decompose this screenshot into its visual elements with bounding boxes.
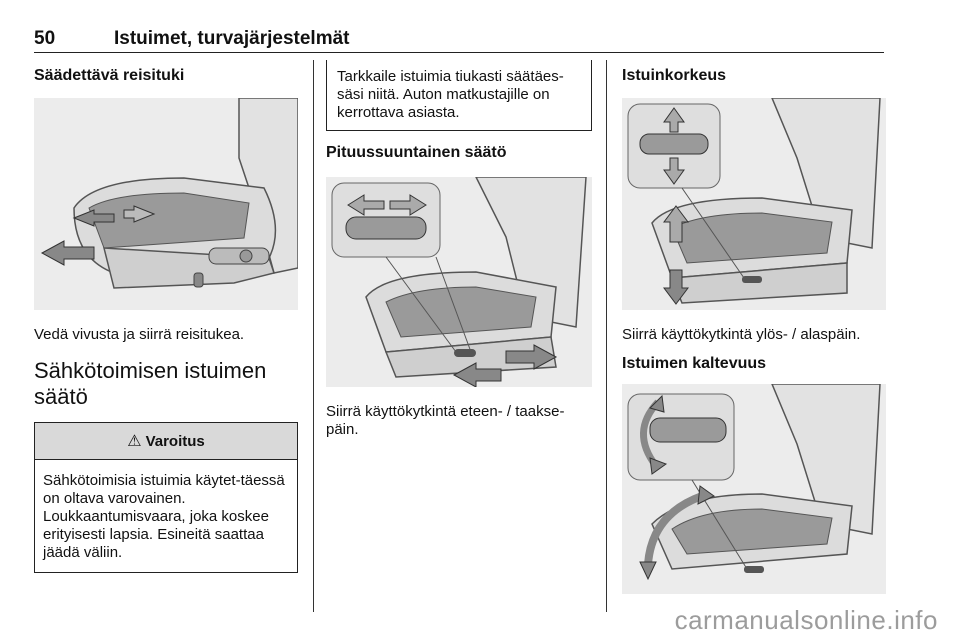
page-header: 50 Istuimet, turvajärjestelmät [34,26,884,53]
illustration-seat-height [622,98,886,310]
column-right: Istuinkorkeus Siirrä käyttökytkintä ylös… [622,60,886,594]
caption-thigh-support: Vedä vivusta ja siirrä reisitukea. [34,326,245,343]
heading-seat-height: Istuinkorkeus [622,67,727,84]
caption-longitudinal: Siirrä käyttökytkintä eteen- / taakse-pä… [326,403,565,438]
warning-text: Sähkötoimisia istuimia käytet-täessä on … [43,472,285,561]
warning-box: ⚠ Varoitus Sähkötoimisia istuimia käytet… [34,422,298,573]
heading-power-seat: Sähkötoimisen istuimen säätö [34,358,267,409]
note-box: Tarkkaile istuimia tiukasti säätäes-säsi… [326,60,592,131]
watermark: carmanualsonline.info [674,605,938,635]
heading-thigh-support: Säädettävä reisituki [34,67,185,84]
chapter-title: Istuimet, turvajärjestelmät [114,28,350,49]
caption-seat-height: Siirrä käyttökytkintä ylös- / alaspäin. [622,326,861,343]
heading-longitudinal: Pituussuuntainen säätö [326,144,507,161]
page-number: 50 [34,28,56,49]
column-middle: Tarkkaile istuimia tiukasti säätäes-säsi… [326,60,592,439]
illustration-seat-tilt [622,384,886,594]
warning-triangle-icon: ⚠ [127,433,142,450]
warning-header: ⚠ Varoitus [35,423,297,460]
column-divider-1 [313,60,314,612]
heading-seat-tilt: Istuimen kaltevuus [622,355,767,372]
column-divider-2 [606,60,607,612]
illustration-thigh-support [34,98,298,310]
illustration-longitudinal [326,177,592,387]
warning-title: Varoitus [145,432,205,450]
column-left: Säädettävä reisituki Vedä vivusta ja sii… [34,60,298,573]
